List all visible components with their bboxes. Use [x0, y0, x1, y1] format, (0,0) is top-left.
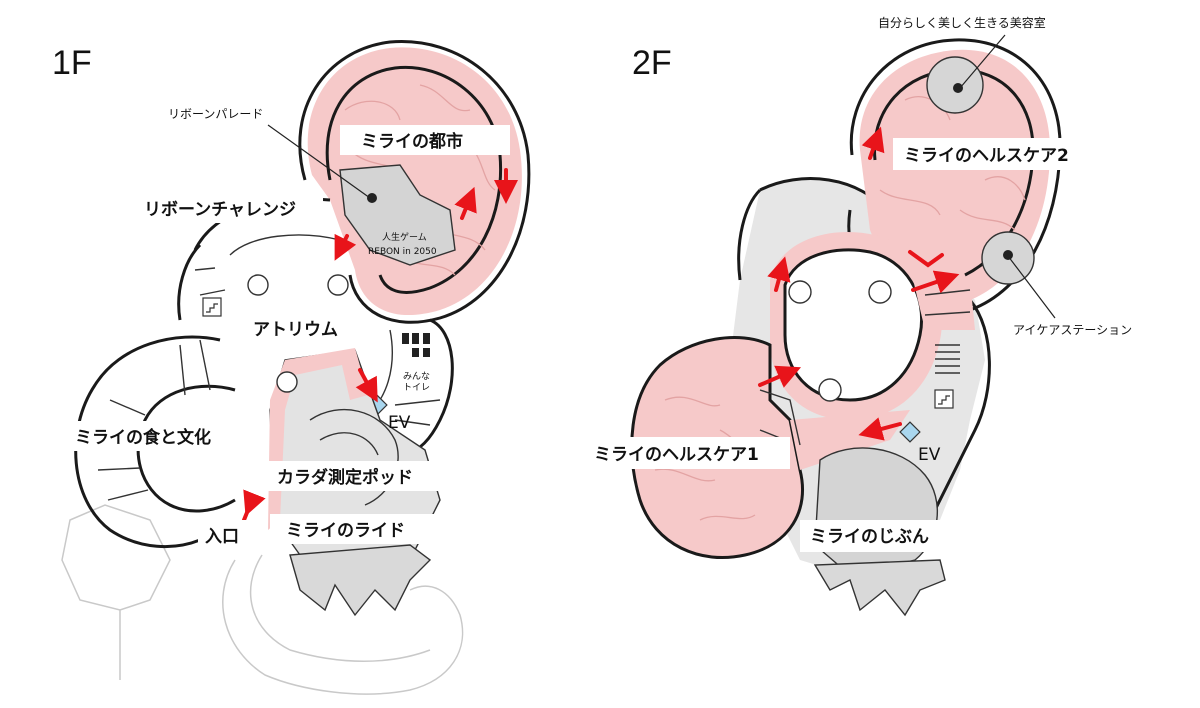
route-arrow-icon: [355, 368, 378, 403]
label-mirai-self: ミライのじぶん: [810, 527, 929, 547]
route-arrow-icon: [861, 126, 885, 160]
route-arrow-icon: [908, 250, 944, 268]
label-food-culture: ミライの食と文化: [75, 427, 211, 448]
label-ev-1f: EV: [388, 413, 411, 433]
label-reborn-parade: リボーンパレード: [168, 107, 263, 121]
labels-2f: 自分らしく美しく生きる美容室 ミライのヘルスケア2 アイケアステーション EV …: [585, 15, 1132, 552]
label-life-game-1: 人生ゲーム: [382, 231, 427, 243]
route-arrow-icon: [242, 489, 266, 522]
label-healthcare2: ミライのヘルスケア2: [904, 146, 1069, 166]
restroom-icon: [402, 333, 430, 357]
leader-dot-icon: [367, 193, 377, 203]
leader-dot-icon: [1003, 250, 1013, 260]
label-healthcare1: ミライのヘルスケア1: [594, 445, 759, 465]
label-toilet-2: トイレ: [403, 383, 430, 393]
route-arrows-2f: [758, 126, 960, 441]
route-arrow-icon: [767, 256, 791, 292]
floor-2f: 2F: [585, 15, 1132, 617]
elevator-icon: [899, 421, 921, 443]
route-arrow-icon: [454, 186, 477, 220]
route-arrow-icon: [758, 365, 802, 388]
mirai-city-zone: [298, 40, 531, 324]
label-mirai-city: ミライの都市: [361, 131, 463, 152]
label-eye-care: アイケアステーション: [1013, 323, 1132, 337]
building-outline-lower: [61, 504, 464, 695]
label-life-game-2: REBON in 2050: [368, 247, 437, 257]
label-entrance: 入口: [205, 527, 239, 547]
floor-label-2f: 2F: [632, 44, 672, 82]
label-reborn-challenge: リボーンチャレンジ: [144, 200, 296, 220]
route-arrows-1f: [242, 168, 518, 522]
healthcare2-zone: [847, 38, 1062, 312]
leader-dot-icon: [953, 83, 963, 93]
floor-label-1f: 1F: [52, 44, 92, 82]
label-toilet-1: みんな: [403, 371, 430, 382]
label-body-pod: カラダ測定ポッド: [277, 467, 413, 488]
floor-1f: 1F: [52, 40, 531, 695]
route-arrow-icon: [911, 270, 960, 294]
stairs-icon: [202, 297, 222, 317]
label-ev-2f: EV: [918, 445, 941, 465]
label-beauty-salon: 自分らしく美しく生きる美容室: [878, 15, 1046, 30]
route-arrow-icon: [334, 233, 357, 261]
atrium-area: [177, 197, 349, 321]
route-arrow-icon: [858, 417, 902, 441]
central-void-2f: [770, 232, 975, 443]
labels-1f: リボーンパレード ミライの都市 リボーンチャレンジ 人生ゲーム REBON in…: [66, 107, 510, 550]
label-atrium: アトリウム: [253, 320, 338, 340]
label-mirai-ride: ミライのライド: [286, 521, 405, 541]
stairs-icon: [935, 344, 960, 374]
